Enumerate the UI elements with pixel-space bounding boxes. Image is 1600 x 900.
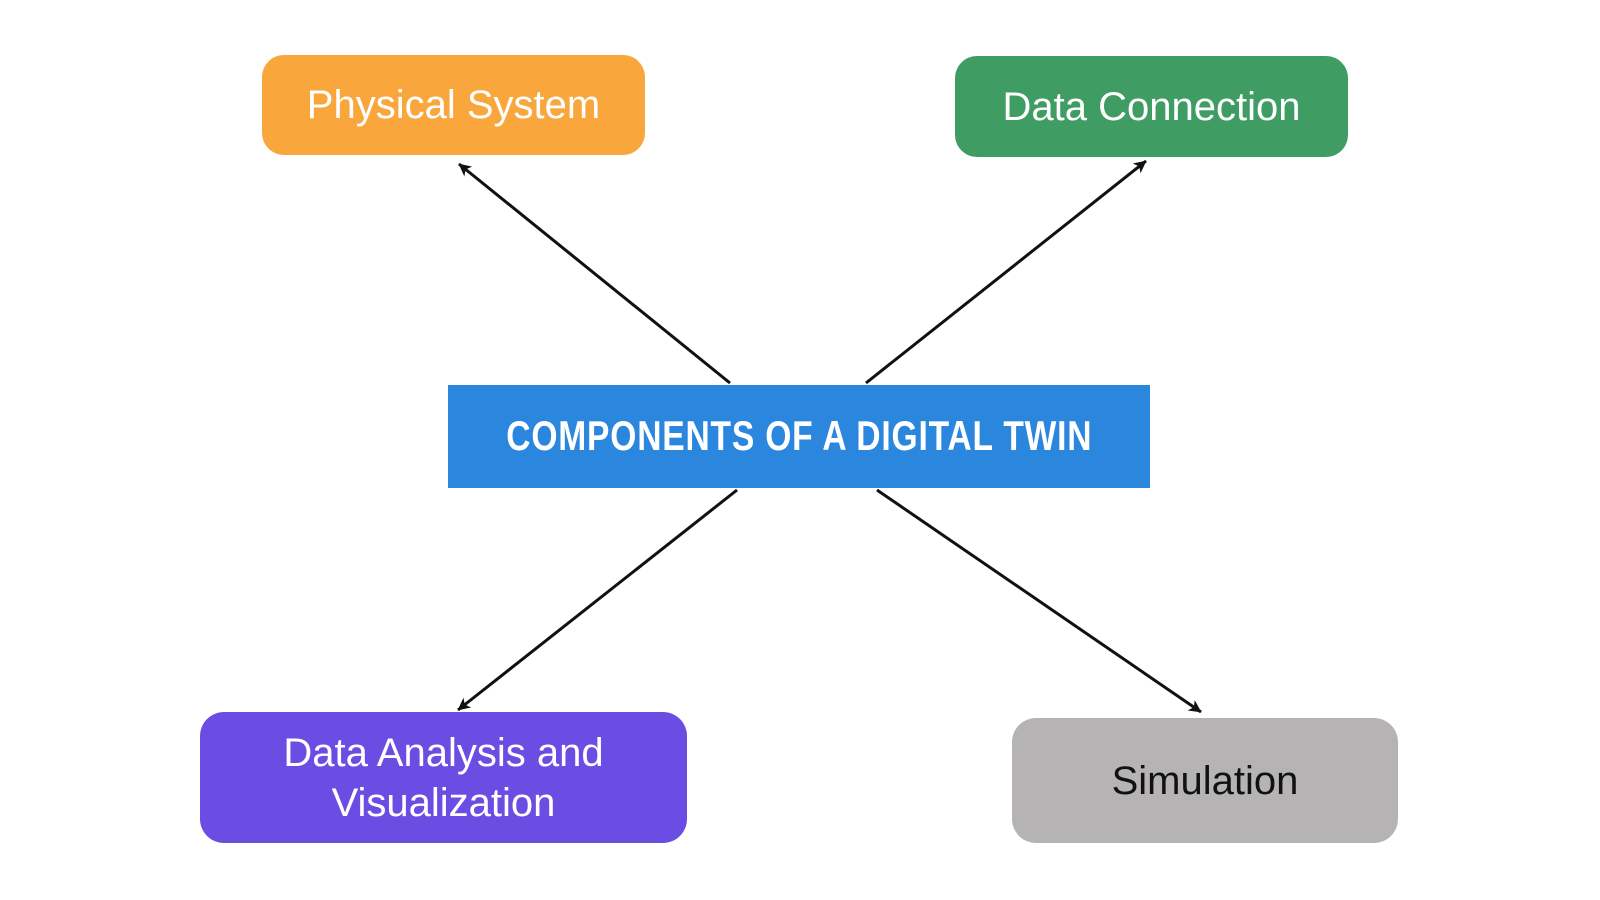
node-data-analysis-visualization: Data Analysis and Visualization [200, 712, 687, 843]
node-data-connection: Data Connection [955, 56, 1348, 157]
node-simulation: Simulation [1012, 718, 1398, 843]
arrow-center-to-data-analysis-visualization [457, 488, 738, 712]
node-data-analysis-visualization-label: Data Analysis and Visualization [283, 730, 604, 825]
node-center-title: COMPONENTS OF A DIGITAL TWIN [448, 385, 1150, 488]
arrow-center-to-simulation [876, 488, 1202, 714]
node-data-connection-label: Data Connection [1002, 84, 1301, 129]
node-simulation-label: Simulation [1111, 758, 1299, 803]
arrow-center-to-physical-system [458, 162, 731, 385]
node-physical-system: Physical System [262, 55, 645, 155]
node-physical-system-label: Physical System [306, 83, 601, 127]
arrow-center-to-data-connection [865, 159, 1147, 385]
node-center-title-label: COMPONENTS OF A DIGITAL TWIN [505, 412, 1093, 460]
